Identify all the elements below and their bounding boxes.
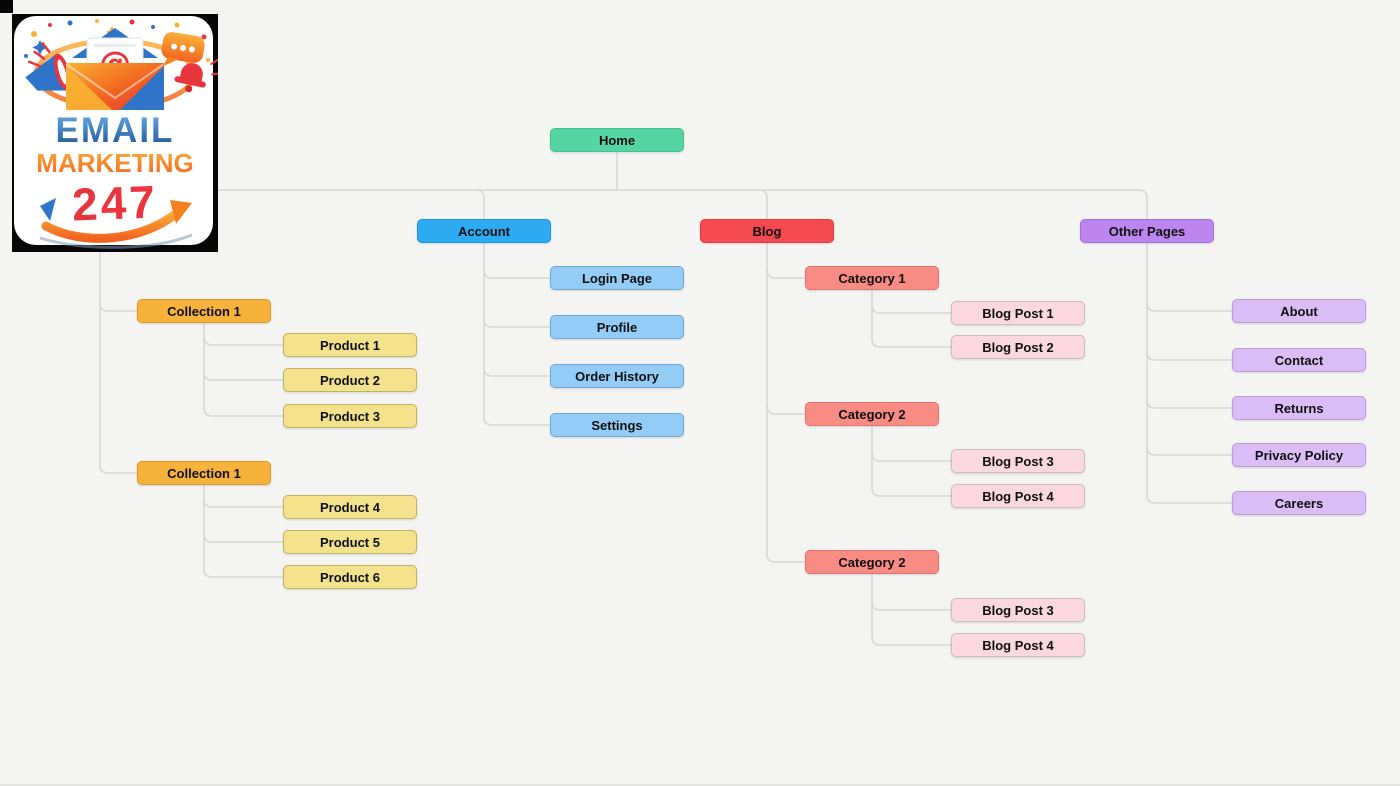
sitemap-node-collection-1b[interactable]: Collection 1 [137,461,271,485]
sitemap-node-privacy-policy[interactable]: Privacy Policy [1232,443,1366,467]
node-label: Blog Post 3 [982,602,1054,618]
node-label: Returns [1274,400,1324,416]
node-label: Home [598,132,636,148]
node-label: Careers [1274,495,1324,511]
sitemap-node-contact[interactable]: Contact [1232,348,1366,372]
sitemap-node-login-page[interactable]: Login Page [550,266,684,290]
node-label: Contact [1274,352,1324,368]
logo-text-247: 247 [71,176,159,231]
sitemap-node-product-4[interactable]: Product 4 [283,495,417,519]
node-label: Collection 1 [167,303,241,319]
node-label: Login Page [581,270,653,286]
node-label: Other Pages [1108,223,1186,239]
envelope-icon: @ [65,28,165,110]
node-label: Blog Post 4 [982,637,1054,653]
logo: @ EMAIL MARK [12,14,220,252]
logo-graphic: @ EMAIL MARK [12,14,220,252]
sitemap-node-blog-post-3[interactable]: Blog Post 3 [951,449,1085,473]
sitemap-node-collection-1a[interactable]: Collection 1 [137,299,271,323]
arrow-swoosh-icon [39,198,193,249]
speech-bubble-icon [161,32,205,67]
logo-text-marketing: MARKETING [36,148,193,178]
corner-artifact [0,0,13,13]
logo-text-email: EMAIL [56,111,175,150]
sitemap-node-category-1[interactable]: Category 1 [805,266,939,290]
sitemap-node-blog-post-1[interactable]: Blog Post 1 [951,301,1085,325]
sitemap-node-careers[interactable]: Careers [1232,491,1366,515]
sitemap-node-blog-post-2[interactable]: Blog Post 2 [951,335,1085,359]
sitemap-node-product-5[interactable]: Product 5 [283,530,417,554]
node-label: Blog Post 2 [982,339,1054,355]
node-label: Product 5 [320,534,380,550]
sitemap-node-blog[interactable]: Blog [700,219,834,243]
sitemap-node-order-history[interactable]: Order History [550,364,684,388]
sitemap-node-settings[interactable]: Settings [550,413,684,437]
sitemap-node-blog-post-4[interactable]: Blog Post 4 [951,484,1085,508]
node-label: Category 1 [838,270,906,286]
sitemap-node-returns[interactable]: Returns [1232,396,1366,420]
sitemap-node-blog-post-4b[interactable]: Blog Post 4 [951,633,1085,657]
sitemap-node-about[interactable]: About [1232,299,1366,323]
sitemap-node-product-2[interactable]: Product 2 [283,368,417,392]
sitemap-node-home[interactable]: Home [550,128,684,152]
bell-icon [174,59,220,93]
sitemap-node-other-pages[interactable]: Other Pages [1080,219,1214,243]
node-label: Privacy Policy [1254,447,1344,463]
node-label: Product 1 [320,337,380,353]
sitemap-node-product-1[interactable]: Product 1 [283,333,417,357]
sitemap-node-product-6[interactable]: Product 6 [283,565,417,589]
node-label: Blog [752,223,782,239]
node-label: Collection 1 [167,465,241,481]
node-label: Product 4 [320,499,380,515]
node-label: Order History [575,368,659,384]
sitemap-node-category-2b[interactable]: Category 2 [805,550,939,574]
sitemap-node-blog-post-3b[interactable]: Blog Post 3 [951,598,1085,622]
node-label: Profile [596,319,638,335]
node-label: Product 2 [320,372,380,388]
node-label: Account [458,223,510,239]
window-bottom-edge [0,784,1400,786]
sitemap-node-product-3[interactable]: Product 3 [283,404,417,428]
node-label: Blog Post 1 [982,305,1054,321]
node-label: Product 3 [320,408,380,424]
node-label: About [1280,303,1318,319]
node-label: Settings [591,417,643,433]
sitemap-node-category-2[interactable]: Category 2 [805,402,939,426]
node-label: Blog Post 4 [982,488,1054,504]
sitemap-node-profile[interactable]: Profile [550,315,684,339]
node-label: Product 6 [320,569,380,585]
node-label: Category 2 [838,406,906,422]
node-label: Blog Post 3 [982,453,1054,469]
sitemap-node-account[interactable]: Account [417,219,551,243]
node-label: Category 2 [838,554,906,570]
